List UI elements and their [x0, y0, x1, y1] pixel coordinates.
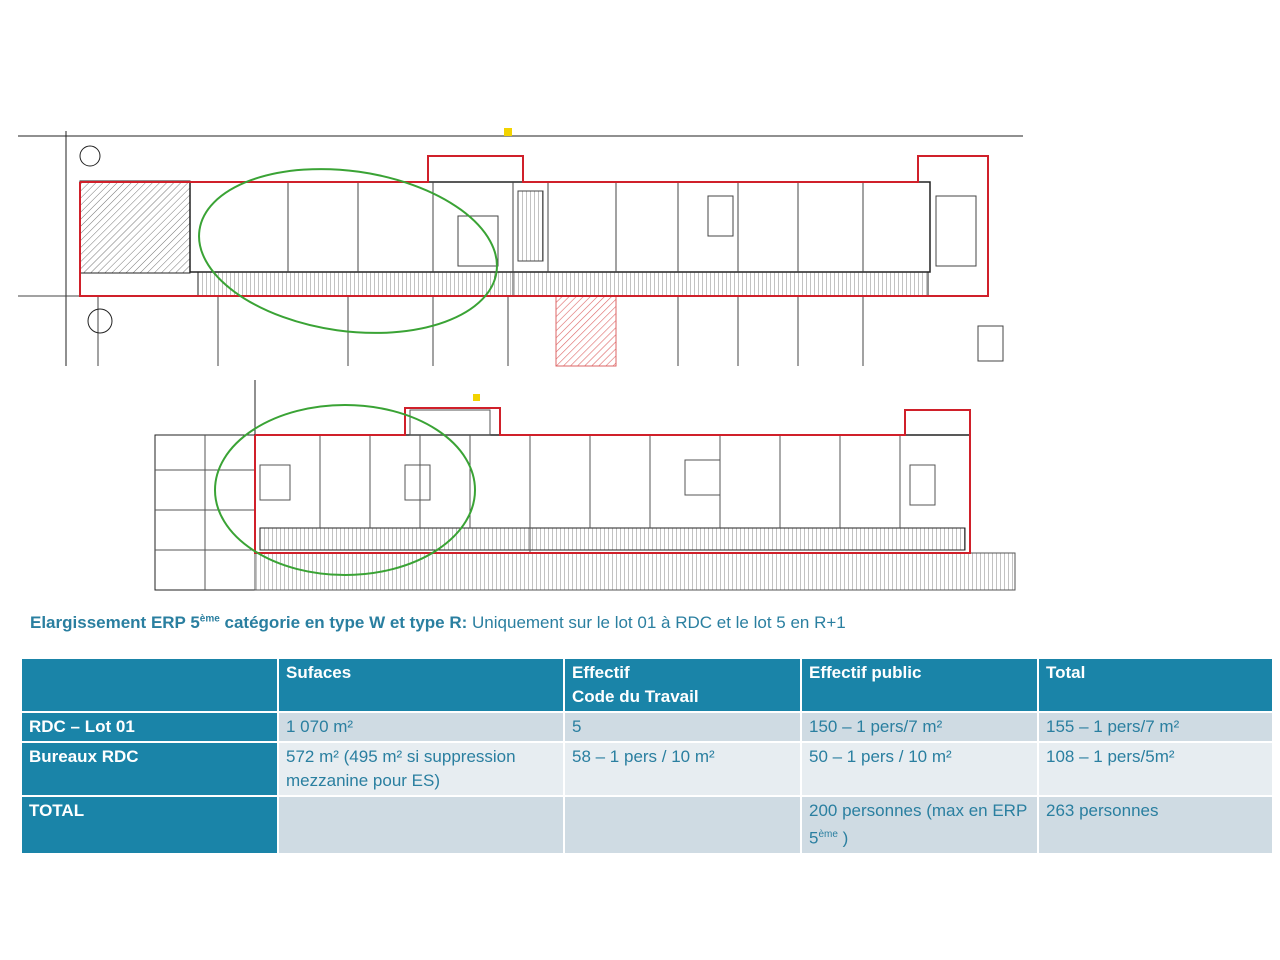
cell-total: 263 personnes — [1039, 797, 1272, 853]
header-public: Effectif public — [802, 659, 1037, 711]
table-row: TOTAL 200 personnes (max en ERP 5ème ) 2… — [22, 797, 1272, 853]
table-row: RDC – Lot 01 1 070 m² 5 150 – 1 pers/7 m… — [22, 713, 1272, 741]
cell-effectif — [565, 797, 800, 853]
section-caption: Elargissement ERP 5ème catégorie en type… — [30, 613, 846, 633]
cell-surfaces: 1 070 m² — [279, 713, 563, 741]
cell-public: 50 – 1 pers / 10 m² — [802, 743, 1037, 795]
cell-surfaces: 572 m² (495 m² si suppression mezzanine … — [279, 743, 563, 795]
header-total: Total — [1039, 659, 1272, 711]
cell-total: 155 – 1 pers/7 m² — [1039, 713, 1272, 741]
cell-total: 108 – 1 pers/5m² — [1039, 743, 1272, 795]
header-empty — [22, 659, 277, 711]
cell-public: 150 – 1 pers/7 m² — [802, 713, 1037, 741]
first-floor-plan — [154, 380, 1016, 591]
cell-public: 200 personnes (max en ERP 5ème ) — [802, 797, 1037, 853]
caption-rest: Uniquement sur le lot 01 à RDC et le lot… — [467, 613, 846, 632]
ground-floor-plan — [18, 128, 1023, 367]
row-label: Bureaux RDC — [22, 743, 277, 795]
table-row: Bureaux RDC 572 m² (495 m² si suppressio… — [22, 743, 1272, 795]
cell-surfaces — [279, 797, 563, 853]
cell-effectif: 5 — [565, 713, 800, 741]
row-label: TOTAL — [22, 797, 277, 853]
row-label: RDC – Lot 01 — [22, 713, 277, 741]
header-surfaces: Sufaces — [279, 659, 563, 711]
cell-effectif: 58 – 1 pers / 10 m² — [565, 743, 800, 795]
caption-bold: Elargissement ERP 5ème catégorie en type… — [30, 613, 468, 632]
